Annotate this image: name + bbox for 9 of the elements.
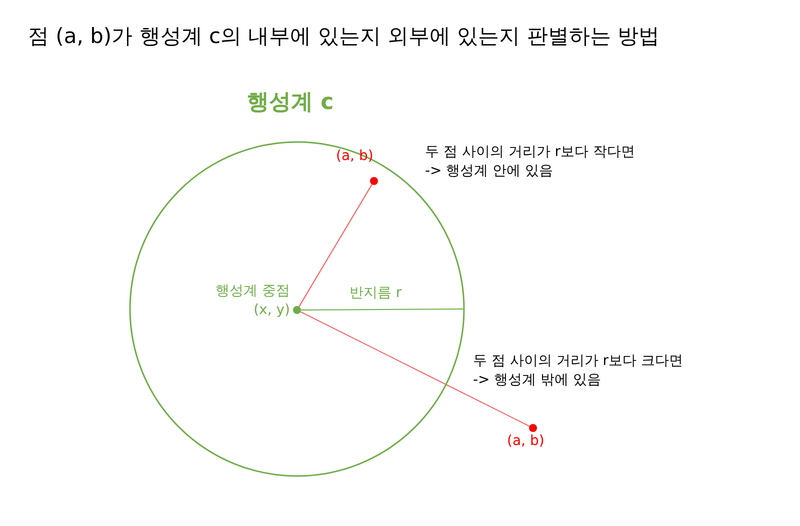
point-label: 행성계 중점 (x, y)	[214, 282, 290, 320]
connector-line	[298, 184, 372, 308]
point-label: (a, b)	[507, 432, 544, 451]
note-text: 두 점 사이의 거리가 r보다 작다면 -> 행성계 안에 있음	[425, 143, 636, 181]
heading-text: 행성계 c	[247, 93, 334, 112]
title-text: 점 (a, b)가 행성계 c의 내부에 있는지 외부에 있는지 판별하는 방법	[28, 23, 660, 50]
connector-line	[300, 308, 464, 310]
connector-line	[300, 311, 530, 427]
note-text: 두 점 사이의 거리가 r보다 크다면 -> 행성계 밖에 있음	[473, 352, 684, 390]
